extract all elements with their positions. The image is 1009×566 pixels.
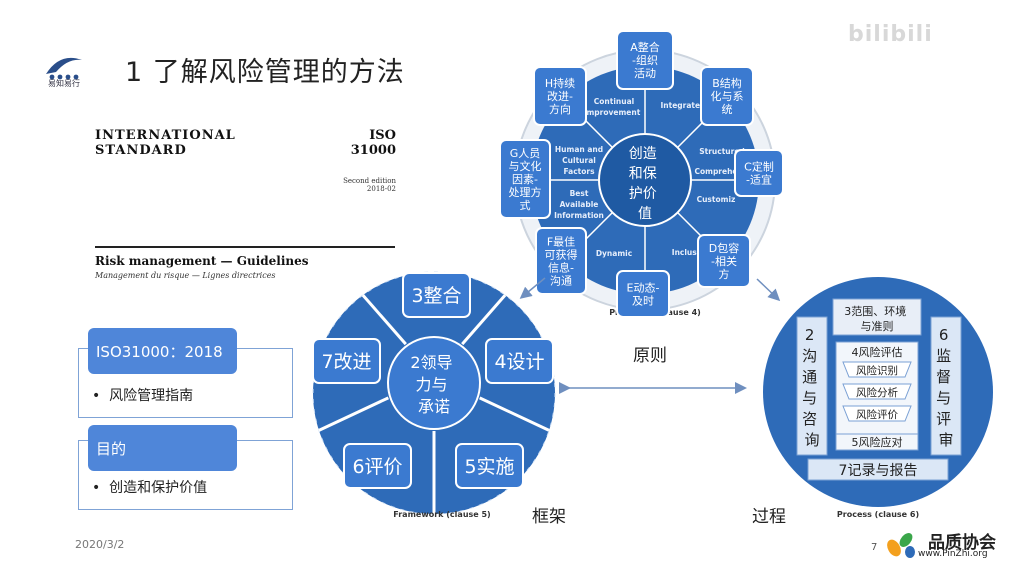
purpose-card-title: 目的: [88, 425, 237, 471]
principle-box-text: E动态-及时: [627, 282, 660, 308]
standard-number: ISO 31000: [350, 128, 396, 158]
framework-box-7: 7改进: [312, 338, 381, 384]
sector-integrated: Integrated: [661, 101, 706, 110]
brand-logo-icon: [884, 528, 920, 560]
framework-center-text: 2领导 力与 承诺: [410, 353, 457, 416]
principle-box-b: B结构化与系统: [700, 66, 754, 126]
framework-wheel: 2领导 力与 承诺 Framework (clause 5): [312, 271, 556, 519]
framework-caption: 框架: [532, 507, 566, 527]
sector-customized: Customiz: [697, 195, 736, 204]
principle-box-text: A整合-组织活动: [630, 40, 660, 80]
footer-date: 2020/3/2: [75, 538, 125, 551]
principle-box-text: F最佳可获得信息-沟通: [545, 235, 578, 288]
iso-card-item: • 风险管理指南: [92, 388, 194, 404]
principle-box-text: C定制-适宜: [744, 160, 774, 187]
principle-box-e: E动态-及时: [616, 270, 670, 318]
principles-center-text: 创造 和保 护价 值: [629, 146, 661, 222]
divider: [95, 246, 395, 248]
framework-box-label: 7改进: [321, 351, 371, 373]
framework-box-label: 4设计: [494, 351, 544, 373]
principle-box-f: F最佳可获得信息-沟通: [535, 227, 587, 295]
framework-box-label: 3整合: [411, 285, 461, 307]
process-communication-box: [796, 316, 828, 456]
process-monitoring-text: 6 监 督 与 评 审: [936, 326, 956, 449]
page-number: 7: [871, 542, 878, 553]
document-subtitle: Management du risque — Lignes directrice…: [95, 271, 276, 280]
process-figure-label: Process (clause 6): [837, 510, 919, 519]
process-scope-box: [832, 298, 922, 336]
process-reporting-box: [807, 458, 949, 481]
framework-box-label: 6评价: [352, 456, 402, 478]
framework-box-3: 3整合: [402, 272, 471, 318]
principle-box-h: H持续改进-方向: [533, 66, 587, 126]
slide-title: 1 了解风险管理的方法: [125, 57, 405, 88]
principle-box-text: D包容-相关方: [709, 241, 739, 281]
sector-dynamic: Dynamic: [596, 249, 632, 258]
principle-box-text: G人员与文化因素-处理方式: [509, 147, 542, 212]
standard-type: INTERNATIONAL STANDARD: [95, 128, 236, 158]
purpose-card-item: • 创造和保护价值: [92, 480, 208, 496]
process-step-analysis: 风险分析: [856, 386, 898, 399]
principle-boxes: A整合-组织活动 B结构化与系统 C定制-适宜 D包容-相关方 E动态-及时 F最佳可获得…: [499, 30, 784, 318]
watermark: bilibili: [848, 22, 933, 47]
process-caption: 过程: [752, 507, 786, 527]
brand-url: www.PinZhi.org: [918, 549, 988, 559]
framework-box-6: 6评价: [343, 443, 412, 489]
process-treatment-label: 5风险应对: [852, 435, 903, 449]
iso-card-title: ISO31000：2018: [88, 328, 237, 374]
principles-process-arrow: [756, 278, 781, 302]
principles-caption: 原则: [633, 346, 667, 366]
principle-box-text: H持续改进-方向: [545, 76, 575, 116]
principle-box-a: A整合-组织活动: [616, 30, 674, 90]
standard-edition: Second edition 2018-02: [343, 177, 396, 193]
principles-framework-arrow: [519, 277, 546, 299]
document-title: Risk management — Guidelines: [95, 254, 309, 268]
process-scope-text: 3范围、环境 与准则: [844, 304, 910, 333]
logo-text: 易知易行: [48, 79, 80, 88]
framework-boxes: 3整合 4设计 5实施 6评价 7改进: [312, 272, 554, 489]
process-wheel: 3范围、环境 与准则 2 沟 通 与 咨 询 6 监 督 与 评 审 4风险评估…: [763, 277, 993, 519]
process-monitoring-box: [930, 316, 962, 456]
process-reporting-text: 7记录与报告: [839, 463, 918, 479]
process-step-identification: 风险识别: [856, 364, 898, 377]
principle-box-text: B结构化与系统: [711, 76, 744, 116]
brand-name: 品质协会: [928, 533, 996, 553]
principle-box-d: D包容-相关方: [697, 234, 751, 288]
framework-box-5: 5实施: [455, 443, 524, 489]
principle-box-g: G人员与文化因素-处理方式: [499, 139, 551, 219]
process-communication-text: 2 沟 通 与 咨 询: [802, 326, 822, 449]
process-step-evaluation: 风险评价: [856, 408, 898, 421]
process-assessment-label: 4风险评估: [852, 345, 903, 359]
framework-box-4: 4设计: [485, 338, 554, 384]
sector-inclusive: Inclusiv: [672, 248, 705, 257]
framework-figure-label: Framework (clause 5): [393, 510, 490, 519]
company-logo: [42, 50, 90, 90]
principle-box-c: C定制-适宜: [734, 149, 784, 197]
framework-box-label: 5实施: [464, 456, 514, 478]
